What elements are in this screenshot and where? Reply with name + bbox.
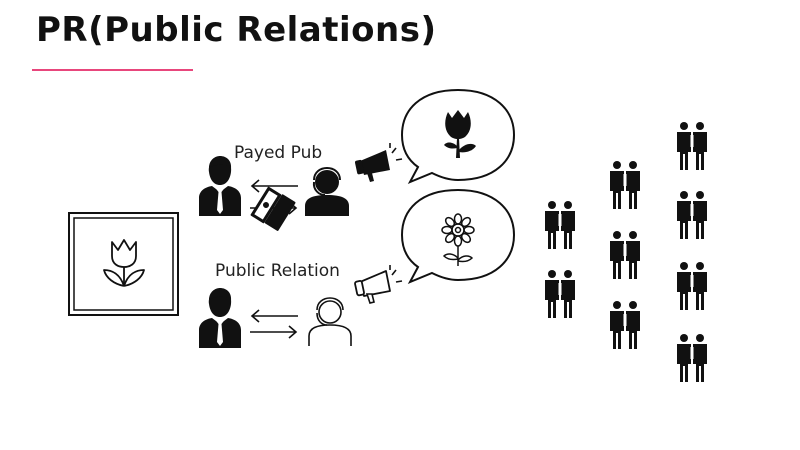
businessman-icon [199, 288, 241, 348]
speech-bubble-paid [400, 88, 516, 184]
couple-icon [610, 231, 640, 279]
megaphone-icon [354, 150, 390, 182]
speech-bubble-pr [400, 188, 516, 284]
couple-icon [677, 262, 707, 310]
couple-icon [677, 334, 707, 382]
sound-lines [389, 265, 403, 283]
megaphone-outline-icon [353, 270, 391, 304]
tulip-icon [103, 239, 145, 287]
pr-channel [199, 188, 516, 348]
couple-icon [545, 270, 575, 318]
operator-icon [305, 167, 349, 216]
title-underline [32, 69, 193, 71]
businessman-icon [199, 156, 241, 216]
money-icon [250, 186, 296, 231]
sunflower-icon [441, 213, 475, 266]
couple-icon [610, 161, 640, 209]
sound-lines [389, 143, 403, 161]
couple-icon [610, 301, 640, 349]
operator-outline-icon [308, 297, 352, 346]
exchange-arrows-icon [250, 309, 298, 339]
audience [545, 122, 707, 382]
payed-pub-label: Payed Pub [234, 143, 323, 163]
rose-icon [444, 110, 476, 158]
slide-title: PR(Public Relations) [36, 10, 437, 50]
couple-icon [677, 122, 707, 170]
product-frame [68, 212, 179, 316]
couple-icon [545, 201, 575, 249]
public-relation-label: Public Relation [215, 261, 340, 281]
paid-channel [199, 88, 516, 231]
couple-icon [677, 191, 707, 239]
